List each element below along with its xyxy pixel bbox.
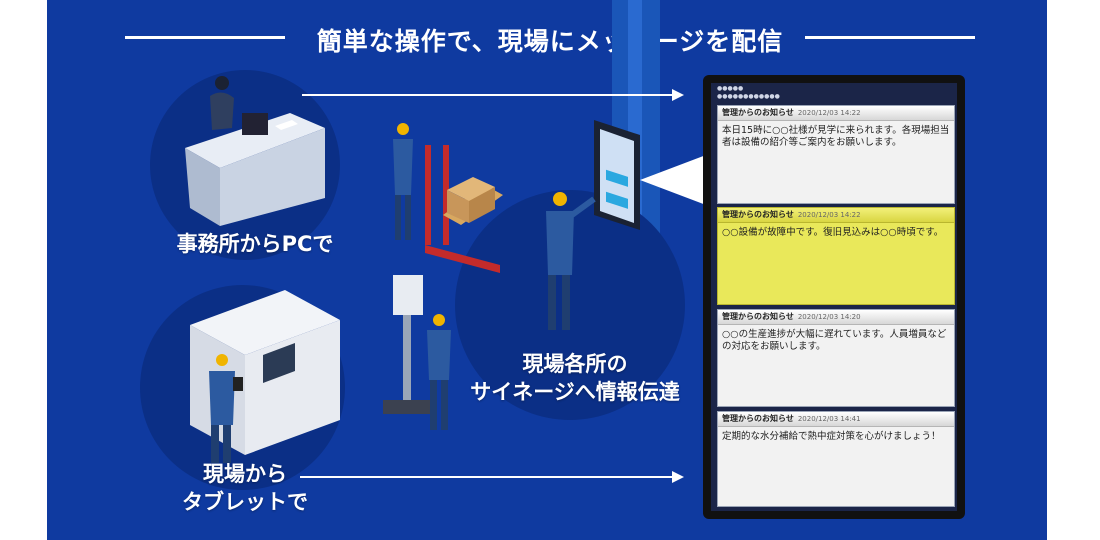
worker-body: [546, 211, 574, 275]
worker-head: [215, 76, 229, 90]
worker-body: [393, 139, 413, 195]
drill-press-illustration: [383, 275, 451, 430]
arrow-office-to-signage: [302, 94, 674, 96]
arrow-head-tablet: [672, 471, 684, 483]
machine-top: [190, 290, 340, 355]
hardhat: [553, 192, 567, 206]
screen-status-bar: ●●●●●●●●●●●●●●●●●: [717, 85, 780, 100]
worker-body: [427, 330, 451, 380]
box-top: [447, 177, 495, 201]
pallet-worker-illustration: [393, 123, 503, 273]
message-timestamp: 2020/12/03 14:20: [797, 313, 861, 321]
headline-rule-left: [125, 36, 285, 39]
tablet: [233, 377, 243, 391]
message-text: 定期的な水分補給で熱中症対策を心がけましょう！: [722, 431, 941, 442]
office-label: 事務所からPCで: [176, 232, 334, 256]
site-label-line2: サイネージへ情報伝達: [470, 380, 680, 404]
tablet-label-line1: 現場から: [203, 462, 287, 486]
machine-tablet-illustration: [190, 290, 340, 463]
paper: [275, 120, 298, 130]
hardhat: [216, 354, 228, 366]
arrow-head-office: [672, 89, 684, 101]
message-sender: 管理からのお知らせ: [722, 312, 794, 321]
drill-column: [403, 315, 411, 405]
headline-rule-right: [805, 36, 975, 39]
message-text: 本日15時に○○社様が見学に来られます。各現場担当者は設備の紹介等ご案内をお願い…: [722, 125, 950, 148]
message-text: ○○の生産進捗が大幅に遅れています。人員増員などの対応をお願いします。: [722, 329, 947, 352]
message-sender: 管理からのお知らせ: [722, 414, 794, 423]
signage-block: [606, 169, 628, 187]
signage-callout: [640, 155, 706, 205]
pallet-jack-mast: [425, 145, 431, 245]
worker-body: [210, 92, 234, 130]
monitor: [242, 113, 268, 135]
hardhat: [433, 314, 445, 326]
message-timestamp: 2020/12/03 14:41: [797, 415, 861, 423]
arrow-tablet-to-signage: [300, 476, 674, 478]
headline: 簡単な操作で、現場にメッセージを配信: [316, 27, 784, 56]
box-side: [447, 190, 469, 223]
signage-worker-illustration: [546, 120, 640, 330]
control-panel: [263, 343, 295, 383]
message-timestamp: 2020/12/03 14:22: [797, 109, 861, 117]
office-desk-illustration: [185, 76, 325, 226]
desk-front: [220, 128, 325, 226]
message-sender: 管理からのお知らせ: [722, 210, 794, 219]
desk-side: [185, 148, 220, 226]
message-text: ○○設備が故障中です。復旧見込みは○○時頃です。: [722, 227, 944, 238]
message-timestamp: 2020/12/03 14:22: [797, 211, 861, 219]
tablet-label-line2: タブレットで: [182, 490, 308, 514]
drill-head: [393, 275, 423, 315]
message-sender: 管理からのお知らせ: [722, 108, 794, 117]
worker-body: [209, 371, 235, 425]
site-label-line1: 現場各所の: [522, 352, 628, 376]
hardhat: [397, 123, 409, 135]
drill-base: [383, 400, 433, 414]
